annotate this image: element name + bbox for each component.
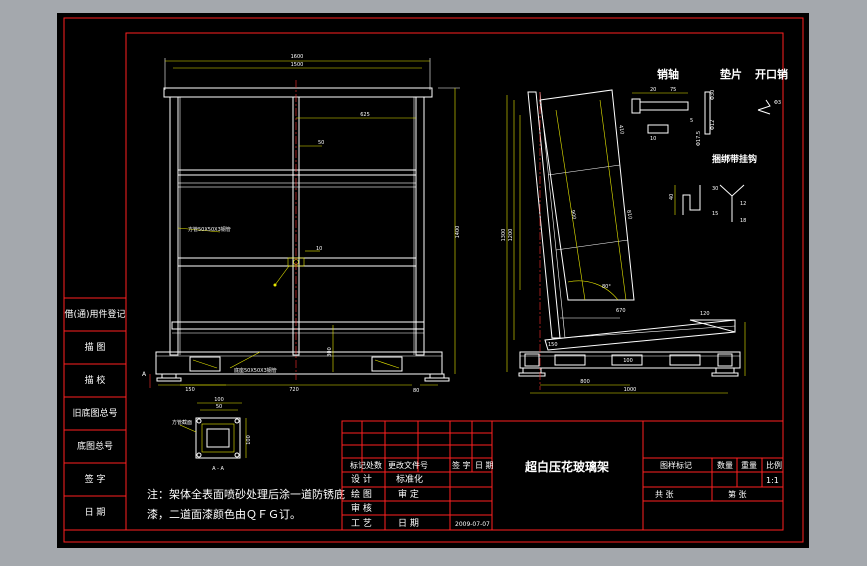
note-line-2: 漆，二道面漆颜色由ＱＦＧ订。	[147, 507, 301, 521]
tb-role-check: 审 核	[351, 502, 372, 514]
tb-date-value: 2009-07-07	[455, 521, 490, 528]
section-dim-side: 100	[246, 435, 252, 445]
dim-height: 1400	[455, 226, 461, 239]
side-dim-total: 1300	[501, 229, 507, 242]
dim-base: 300	[327, 347, 333, 357]
hook-dim-1: 40	[669, 194, 675, 200]
note-line-1: 注：架体全表面喷砂处理后涂一道防锈底	[147, 487, 345, 501]
stamp-row-2: 描 图	[85, 341, 106, 353]
tb-right-col-2: 数量	[717, 460, 733, 470]
side-dim-rib: 150	[548, 342, 558, 348]
washer-dim-3: Φ17.5	[696, 131, 702, 146]
stamp-row-6: 签 字	[85, 473, 106, 485]
callout-tube: 方管50X50X3钢管	[188, 226, 231, 233]
tb-col-sign: 签 字	[452, 460, 471, 470]
side-dim-slant2: 810	[625, 210, 633, 220]
title-block: 标记 处数 更改文件号 签 字 日 期 设 计 绘 图 审 核 工 艺 标准化 …	[341, 420, 784, 531]
tb-role-process: 工 艺	[351, 518, 372, 529]
side-dim-back: 670	[616, 308, 626, 314]
tb-col-doc: 更改文件号	[388, 460, 428, 470]
part-strap-hook-label: 捆绑带挂钩	[712, 153, 757, 165]
stamp-row-5: 底图总号	[77, 440, 113, 452]
dim-spacing: 720	[289, 387, 299, 393]
dim-overall-inner: 1500	[291, 62, 304, 68]
tb-role-design: 设 计	[351, 473, 372, 485]
side-dim-foot-gap: 100	[623, 358, 633, 364]
pin-dim-1: 20	[650, 87, 656, 93]
section-dim-inner: 50	[216, 404, 222, 410]
side-dim-slant: 900	[569, 210, 577, 220]
tb-sheets-total: 共 张	[655, 490, 674, 499]
tb-role-draw: 绘 图	[351, 488, 372, 500]
section-note: 方管截面	[172, 419, 192, 426]
part-washer-label: 垫片	[720, 67, 742, 81]
dim-base-gap: 80	[413, 388, 419, 394]
tb-col-count: 处数	[366, 460, 382, 470]
side-dim-angle: 80°	[602, 284, 611, 290]
section-dim-top: 100	[214, 397, 224, 403]
section-mark-a: A	[142, 371, 147, 378]
callout-base: 底座50X50X3钢管	[234, 367, 277, 374]
section-label: A - A	[212, 466, 224, 472]
tb-right-col-3: 重量	[741, 460, 757, 470]
dim-post: 50	[318, 140, 324, 146]
section-a-a: 100 50 100 方管截面 A - A	[172, 397, 252, 472]
side-dim-depth: 120	[700, 311, 710, 317]
side-dim-base-len: 800	[580, 379, 590, 385]
hook-dim-2: 30	[712, 186, 718, 192]
stamp-row-3: 描 校	[85, 374, 106, 386]
side-dim-inner: 1200	[508, 229, 514, 242]
tb-right-col-4: 比例	[766, 460, 782, 470]
tb-col-mark: 标记	[350, 460, 366, 470]
tb-date-label: 日 期	[398, 518, 419, 529]
dim-half-width: 625	[360, 112, 370, 118]
pin-dim-3: 10	[650, 136, 656, 142]
sheet-outer-border	[63, 17, 804, 543]
dim-bolt: 10	[316, 246, 322, 252]
tb-scale: 1:1	[766, 476, 779, 485]
stamp-row-1: 借(通)用件登记	[64, 308, 125, 320]
tb-sheet-no: 第 张	[728, 489, 747, 499]
tb-std-label: 标准化	[396, 473, 423, 485]
tb-col-date: 日 期	[475, 461, 494, 470]
split-pin-dim: Φ3	[774, 100, 781, 106]
stamp-row-4: 旧底图总号	[72, 407, 117, 419]
tb-approve-label: 审 定	[398, 488, 419, 500]
hook-dim-4: 12	[740, 201, 746, 207]
part-pin-label: 销轴	[657, 67, 679, 81]
stamp-row-7: 日 期	[85, 507, 106, 518]
pin-dim-4: 5	[690, 118, 693, 124]
pin-dim-2: 75	[670, 87, 676, 93]
tb-right-col-1: 图样标记	[660, 460, 692, 470]
hook-dim-3: 15	[712, 211, 718, 217]
dim-overall-outer: 1600	[291, 54, 304, 60]
washer-dim-2: Φ12	[710, 120, 716, 130]
parts-detail: 销轴 垫片 开口销 20 75 10 5 Φ30 Φ12 Φ17.5 Φ3 捆绑…	[631, 67, 788, 224]
drawing-title: 超白压花玻璃架	[524, 459, 609, 474]
side-dim-bottom-width: 1000	[624, 387, 637, 393]
front-view: 1600 1500 1400 625	[142, 54, 461, 394]
hook-dim-5: 18	[740, 218, 746, 224]
part-split-pin-label: 开口销	[755, 67, 788, 81]
side-view: 1300 1200 900 810 410 80° 670 120 100	[501, 89, 746, 394]
dim-foot: 150	[185, 387, 195, 393]
washer-dim-1: Φ30	[710, 90, 716, 100]
side-stamp: 借(通)用件登记 描 图 描 校 旧底图总号 底图总号 签 字 日 期	[63, 297, 127, 531]
side-dim-upper: 410	[617, 125, 625, 135]
general-note: 注：架体全表面喷砂处理后涂一道防锈底 漆，二道面漆颜色由ＱＦＧ订。	[147, 487, 345, 521]
